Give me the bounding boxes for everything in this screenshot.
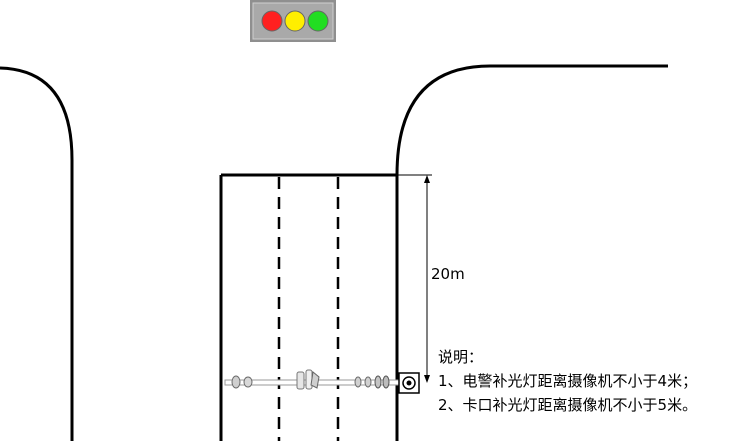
flash-light-group-right — [354, 375, 390, 389]
dimension-marker: 20m — [398, 174, 465, 383]
flash-light-icon — [243, 376, 253, 388]
flash-light-icon — [374, 375, 382, 389]
red-light — [261, 10, 283, 32]
camera-icon — [296, 371, 305, 390]
notes-line-1: 1、电警补光灯距离摄像机不小于4米； — [438, 372, 697, 390]
flash-light-icon — [354, 376, 362, 388]
flash-light-icon — [231, 375, 241, 389]
pole-top — [398, 372, 420, 394]
traffic-light — [250, 0, 336, 42]
dimension-label: 20m — [431, 265, 465, 283]
notes: 说明： 1、电警补光灯距离摄像机不小于4米； 2、卡口补光灯距离摄像机不小于5米… — [438, 348, 697, 414]
pole-center-icon — [406, 380, 412, 386]
camera-group-center — [296, 369, 320, 390]
right-curb — [395, 64, 668, 441]
notes-heading: 说明： — [438, 348, 483, 366]
flash-light-group-left — [231, 375, 253, 389]
flash-light-icon — [382, 375, 390, 389]
yellow-light — [284, 10, 306, 32]
camera-gantry — [224, 369, 420, 394]
camera-icon — [310, 371, 320, 389]
left-curb — [0, 66, 74, 441]
notes-line-2: 2、卡口补光灯距离摄像机不小于5米。 — [438, 396, 697, 414]
camera-icon — [305, 369, 313, 390]
dimension-arrow-bottom — [424, 375, 430, 383]
dimension-arrow-top — [424, 175, 430, 183]
green-light — [307, 10, 329, 32]
flash-light-icon — [364, 376, 372, 388]
